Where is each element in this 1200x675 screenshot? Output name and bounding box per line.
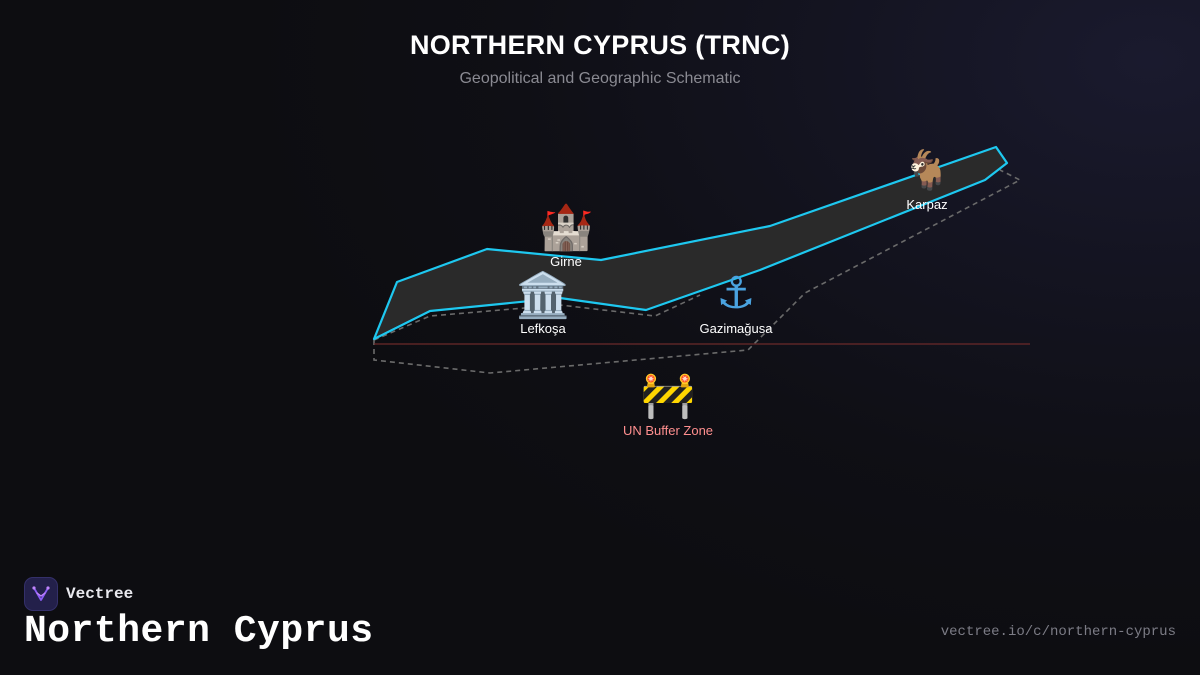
place-label-gazimagusa: Gazimağusa [700, 321, 774, 336]
place-label-girne: Girne [550, 254, 582, 269]
trnc-territory[interactable] [372, 145, 1009, 341]
anchor-icon: ⚓ [716, 268, 755, 319]
page-subtitle: Geopolitical and Geographic Schematic [459, 70, 741, 87]
place-label-buffer-zone: UN Buffer Zone [623, 423, 713, 438]
page-title: NORTHERN CYPRUS (TRNC) [409, 30, 791, 60]
place-girne[interactable]: 🏰 Girne [539, 202, 594, 269]
construction-barrier-icon: 🚧 [641, 370, 696, 421]
footer-title: Northern Cyprus [24, 610, 374, 653]
castle-icon: 🏰 [539, 202, 594, 253]
place-gazimagusa[interactable]: ⚓ Gazimağusa [700, 268, 774, 336]
place-buffer-zone[interactable]: 🚧 UN Buffer Zone [623, 370, 713, 438]
place-label-karpaz: Karpaz [906, 197, 947, 212]
brand[interactable]: Vectree [24, 577, 133, 611]
brand-name: Vectree [66, 585, 134, 603]
dashed-interior-line [373, 294, 701, 341]
government-building-icon: 🏛️ [516, 270, 571, 321]
vectree-logo-icon [24, 577, 58, 611]
place-karpaz[interactable]: 🐐 Karpaz [903, 148, 950, 212]
place-label-lefkosa: Lefkoşa [520, 321, 566, 336]
donkey-icon: 🐐 [903, 148, 950, 192]
place-lefkosa[interactable]: 🏛️ Lefkoşa [516, 270, 571, 336]
footer-url[interactable]: vectree.io/c/northern-cyprus [940, 624, 1176, 640]
dashed-island-outline [373, 169, 1022, 374]
